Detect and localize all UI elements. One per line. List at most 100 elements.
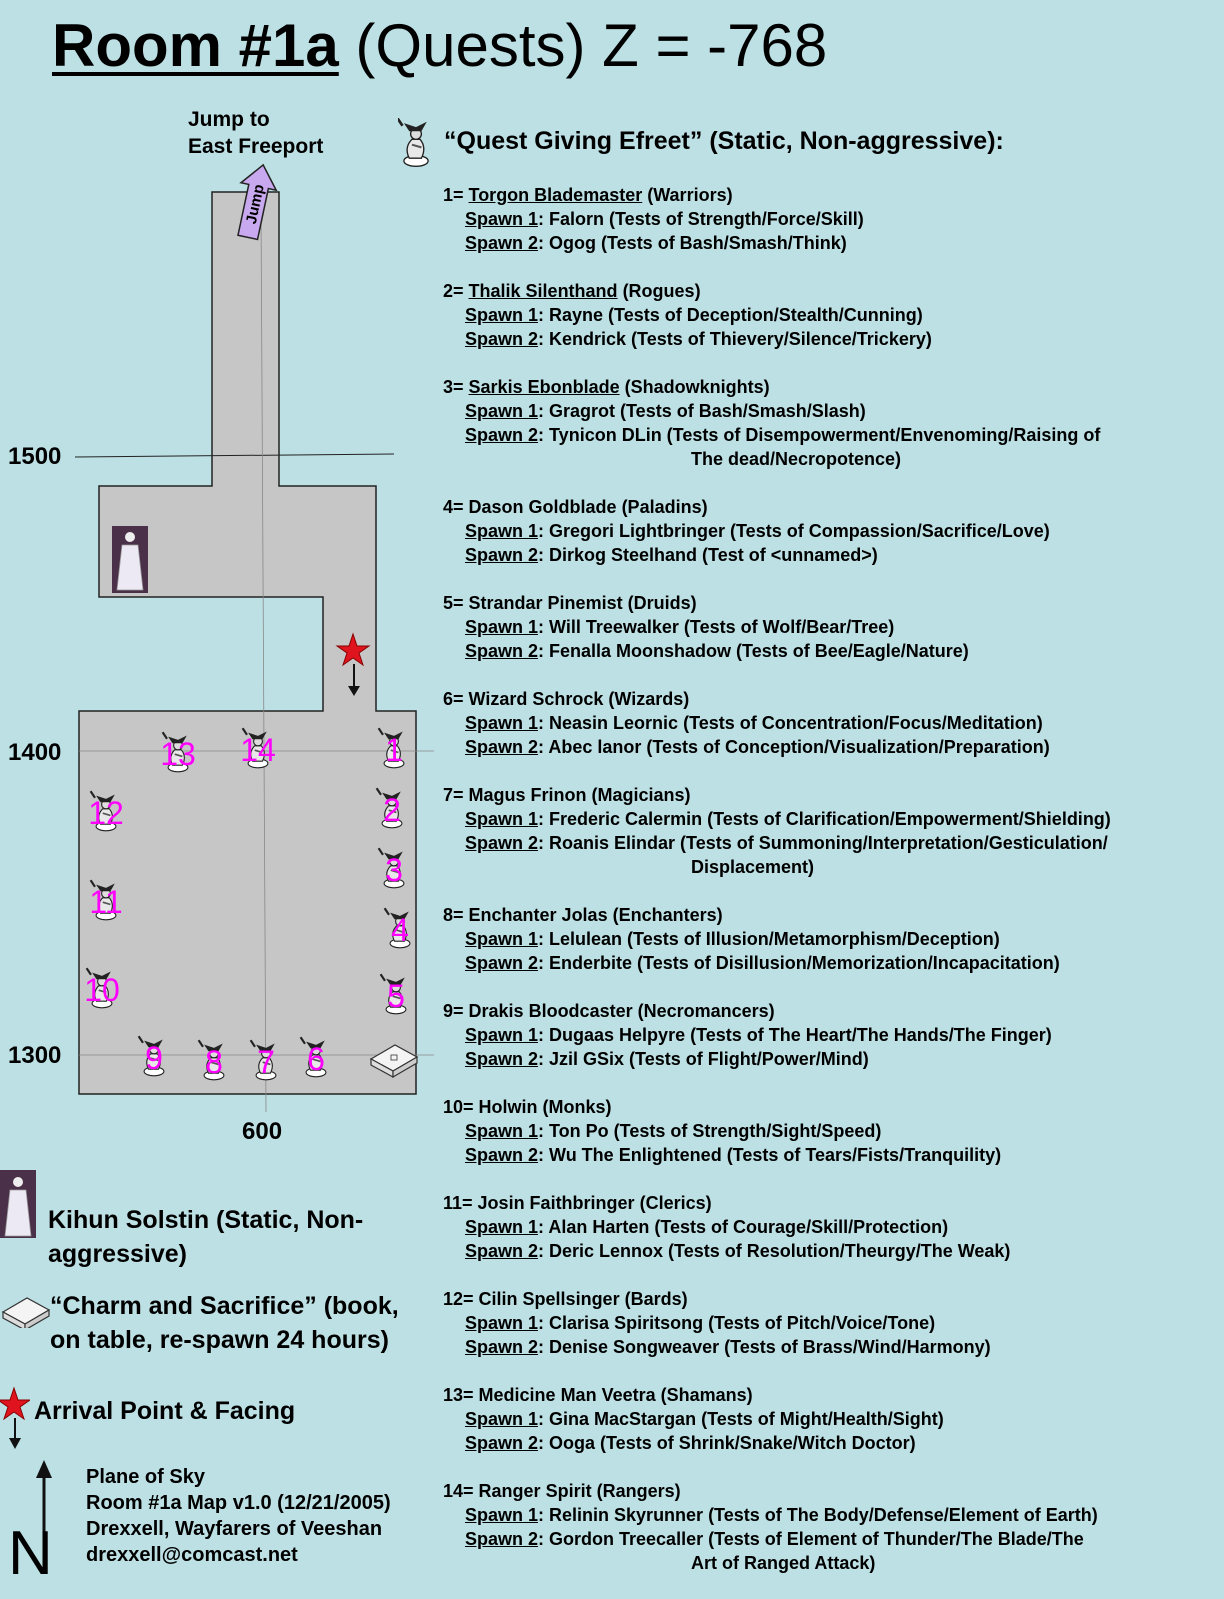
npc-name: Strandar Pinemist — [468, 593, 623, 613]
arrival-star-icon — [335, 632, 371, 696]
quest-npc-4: 4= Dason Goldblade (Paladins)Spawn 1: Gr… — [443, 495, 1213, 567]
spawn-line: Spawn 1: Alan Harten (Tests of Courage/S… — [443, 1215, 1213, 1239]
spawn-text: : Gragrot (Tests of Bash/Smash/Slash) — [538, 401, 866, 421]
npc-number: 12= — [443, 1289, 479, 1309]
efreet-marker-12[interactable]: 12 — [88, 790, 124, 832]
efreet-marker-7[interactable]: 7 — [249, 1039, 277, 1081]
spawn-text: : Gordon Treecaller (Tests of Element of… — [538, 1529, 1084, 1549]
spawn-line: Spawn 2: Jzil GSix (Tests of Flight/Powe… — [443, 1047, 1213, 1071]
efreet-marker-number: 8 — [205, 1044, 223, 1080]
spawn-text: : Falorn (Tests of Strength/Force/Skill) — [538, 209, 864, 229]
axis-label-600: 600 — [242, 1118, 282, 1145]
npc-name: Drakis Bloodcaster — [468, 1001, 633, 1021]
efreet-marker-1[interactable]: 1 — [377, 727, 405, 769]
npc-heading: 2= Thalik Silenthand (Rogues) — [443, 279, 1213, 303]
npc-heading: 3= Sarkis Ebonblade (Shadowknights) — [443, 375, 1213, 399]
book-icon[interactable] — [369, 1044, 419, 1079]
spawn-label: Spawn 1 — [465, 1217, 539, 1237]
kihun-figure-icon[interactable] — [112, 526, 148, 593]
jump-label: Jump to East Freeport — [188, 106, 323, 160]
quest-npc-13: 13= Medicine Man Veetra (Shamans)Spawn 1… — [443, 1383, 1213, 1455]
spawn-line: Spawn 1: Dugaas Helpyre (Tests of The He… — [443, 1023, 1213, 1047]
spawn-line: Spawn 2: Kendrick (Tests of Thievery/Sil… — [443, 327, 1213, 351]
npc-class: (Enchanters) — [607, 905, 723, 925]
efreet-marker-6[interactable]: 6 — [299, 1036, 327, 1078]
spawn-label: Spawn 1 — [465, 401, 539, 421]
spawn-label: Spawn 2 — [465, 737, 539, 757]
spawn-line: Spawn 2: Ooga (Tests of Shrink/Snake/Wit… — [443, 1431, 1213, 1455]
spawn-label: Spawn 2 — [465, 1529, 539, 1549]
efreet-marker-5[interactable]: 5 — [379, 973, 407, 1015]
jump-label-line1: Jump to — [188, 108, 270, 131]
npc-name: Wizard Schrock — [468, 689, 604, 709]
axis-label-1400: 1400 — [8, 739, 61, 766]
room-map: 1500 1400 1300 600 Jump 1234567891011121… — [8, 163, 434, 1145]
spawn-line: Spawn 2: Wu The Enlightened (Tests of Te… — [443, 1143, 1213, 1167]
spawn-line: Spawn 2: Deric Lennox (Tests of Resoluti… — [443, 1239, 1213, 1263]
axis-label-1500: 1500 — [8, 443, 61, 470]
credits-line1: Plane of Sky — [86, 1466, 205, 1488]
spawn-text: : Tynicon DLin (Tests of Disempowerment/… — [538, 425, 1101, 445]
efreet-marker-13[interactable]: 13 — [160, 731, 196, 773]
npc-name: Magus Frinon — [468, 785, 587, 805]
efreet-marker-9[interactable]: 9 — [137, 1035, 165, 1077]
compass-letter: N — [8, 1519, 53, 1580]
npc-number: 1= — [443, 185, 469, 205]
spawn-text: : Denise Songweaver (Tests of Brass/Wind… — [538, 1337, 991, 1357]
spawn-text: : Roanis Elindar (Tests of Summoning/Int… — [538, 833, 1108, 853]
efreet-marker-number: 9 — [145, 1040, 163, 1076]
efreet-marker-8[interactable]: 8 — [197, 1039, 225, 1081]
spawn-label: Spawn 1 — [465, 1025, 539, 1045]
spawn-label: Spawn 2 — [465, 641, 539, 661]
npc-name: Sarkis Ebonblade — [468, 377, 620, 397]
npc-heading: 11= Josin Faithbringer (Clerics) — [443, 1191, 1213, 1215]
efreet-marker-number: 4 — [391, 912, 409, 948]
spawn-text: : Enderbite (Tests of Disillusion/Memori… — [538, 953, 1060, 973]
efreet-marker-3[interactable]: 3 — [377, 847, 405, 889]
spawn-line: Spawn 2: Gordon Treecaller (Tests of Ele… — [443, 1527, 1213, 1551]
quest-npc-8: 8= Enchanter Jolas (Enchanters)Spawn 1 : … — [443, 903, 1213, 975]
spawn-line: Spawn 2: Denise Songweaver (Tests of Bra… — [443, 1335, 1213, 1359]
spawn-text: : Alan Harten (Tests of Courage/Skill/Pr… — [538, 1217, 949, 1237]
quest-npc-6: 6= Wizard Schrock (Wizards)Spawn 1: Neas… — [443, 687, 1213, 759]
npc-name: Cilin Spellsinger — [478, 1289, 620, 1309]
spawn-line: Spawn 1: Gragrot (Tests of Bash/Smash/Sl… — [443, 399, 1213, 423]
compass: N — [8, 1460, 53, 1580]
spawn-text: : Deric Lennox (Tests of Resolution/Theu… — [538, 1241, 1011, 1261]
spawn-text-cont: Displacement) — [691, 857, 815, 877]
efreet-marker-10[interactable]: 10 — [84, 967, 120, 1009]
efreet-marker-number: 5 — [387, 978, 405, 1014]
npc-number: 11= — [443, 1193, 478, 1213]
efreet-marker-2[interactable]: 2 — [375, 787, 403, 829]
credits-line4[interactable]: drexxell@comcast.net — [86, 1544, 298, 1566]
credits-line3: Drexxell, Wayfarers of Veeshan — [86, 1518, 383, 1540]
spawn-label: Spawn 1 — [465, 1505, 539, 1525]
quest-npc-11: 11= Josin Faithbringer (Clerics)Spawn 1:… — [443, 1191, 1213, 1263]
npc-heading: 8= Enchanter Jolas (Enchanters) — [443, 903, 1213, 927]
npc-name: Dason Goldblade — [468, 497, 617, 517]
npc-heading: 4= Dason Goldblade (Paladins) — [443, 495, 1213, 519]
spawn-text: : Dugaas Helpyre (Tests of The Heart/The… — [538, 1025, 1052, 1045]
efreet-marker-14[interactable]: 14 — [240, 727, 276, 769]
spawn-line: Spawn 1: Will Treewalker (Tests of Wolf/… — [443, 615, 1213, 639]
spawn-line: Spawn 2: Fenalla Moonshadow (Tests of Be… — [443, 639, 1213, 663]
efreet-marker-number: 13 — [160, 736, 196, 772]
quest-npc-1: 1= Torgon Blademaster (Warriors)Spawn 1:… — [443, 183, 1213, 255]
spawn-text: : Neasin Leornic (Tests of Concentration… — [538, 713, 1043, 733]
quest-npc-14: 14= Ranger Spirit (Rangers)Spawn 1: Reli… — [443, 1479, 1213, 1575]
spawn-label: Spawn 1 — [465, 305, 539, 325]
spawn-label: Spawn 2 — [465, 953, 539, 973]
jump-label-line2: East Freeport — [188, 135, 324, 158]
spawn-label: Spawn 1 — [465, 929, 539, 949]
npc-number: 2= — [443, 281, 469, 301]
spawn-text: : Relinin Skyrunner (Tests of The Body/D… — [538, 1505, 1098, 1525]
spawn-label: Spawn 1 — [465, 209, 539, 229]
efreet-marker-number: 6 — [307, 1041, 325, 1077]
efreet-marker-4[interactable]: 4 — [383, 907, 411, 949]
npc-class: (Clerics) — [634, 1193, 712, 1213]
npc-heading: 1= Torgon Blademaster (Warriors) — [443, 183, 1213, 207]
spawn-text: : Wu The Enlightened (Tests of Tears/Fis… — [538, 1145, 1002, 1165]
npc-name: Ranger Spirit — [478, 1481, 592, 1501]
efreet-marker-11[interactable]: 11 — [89, 879, 123, 921]
